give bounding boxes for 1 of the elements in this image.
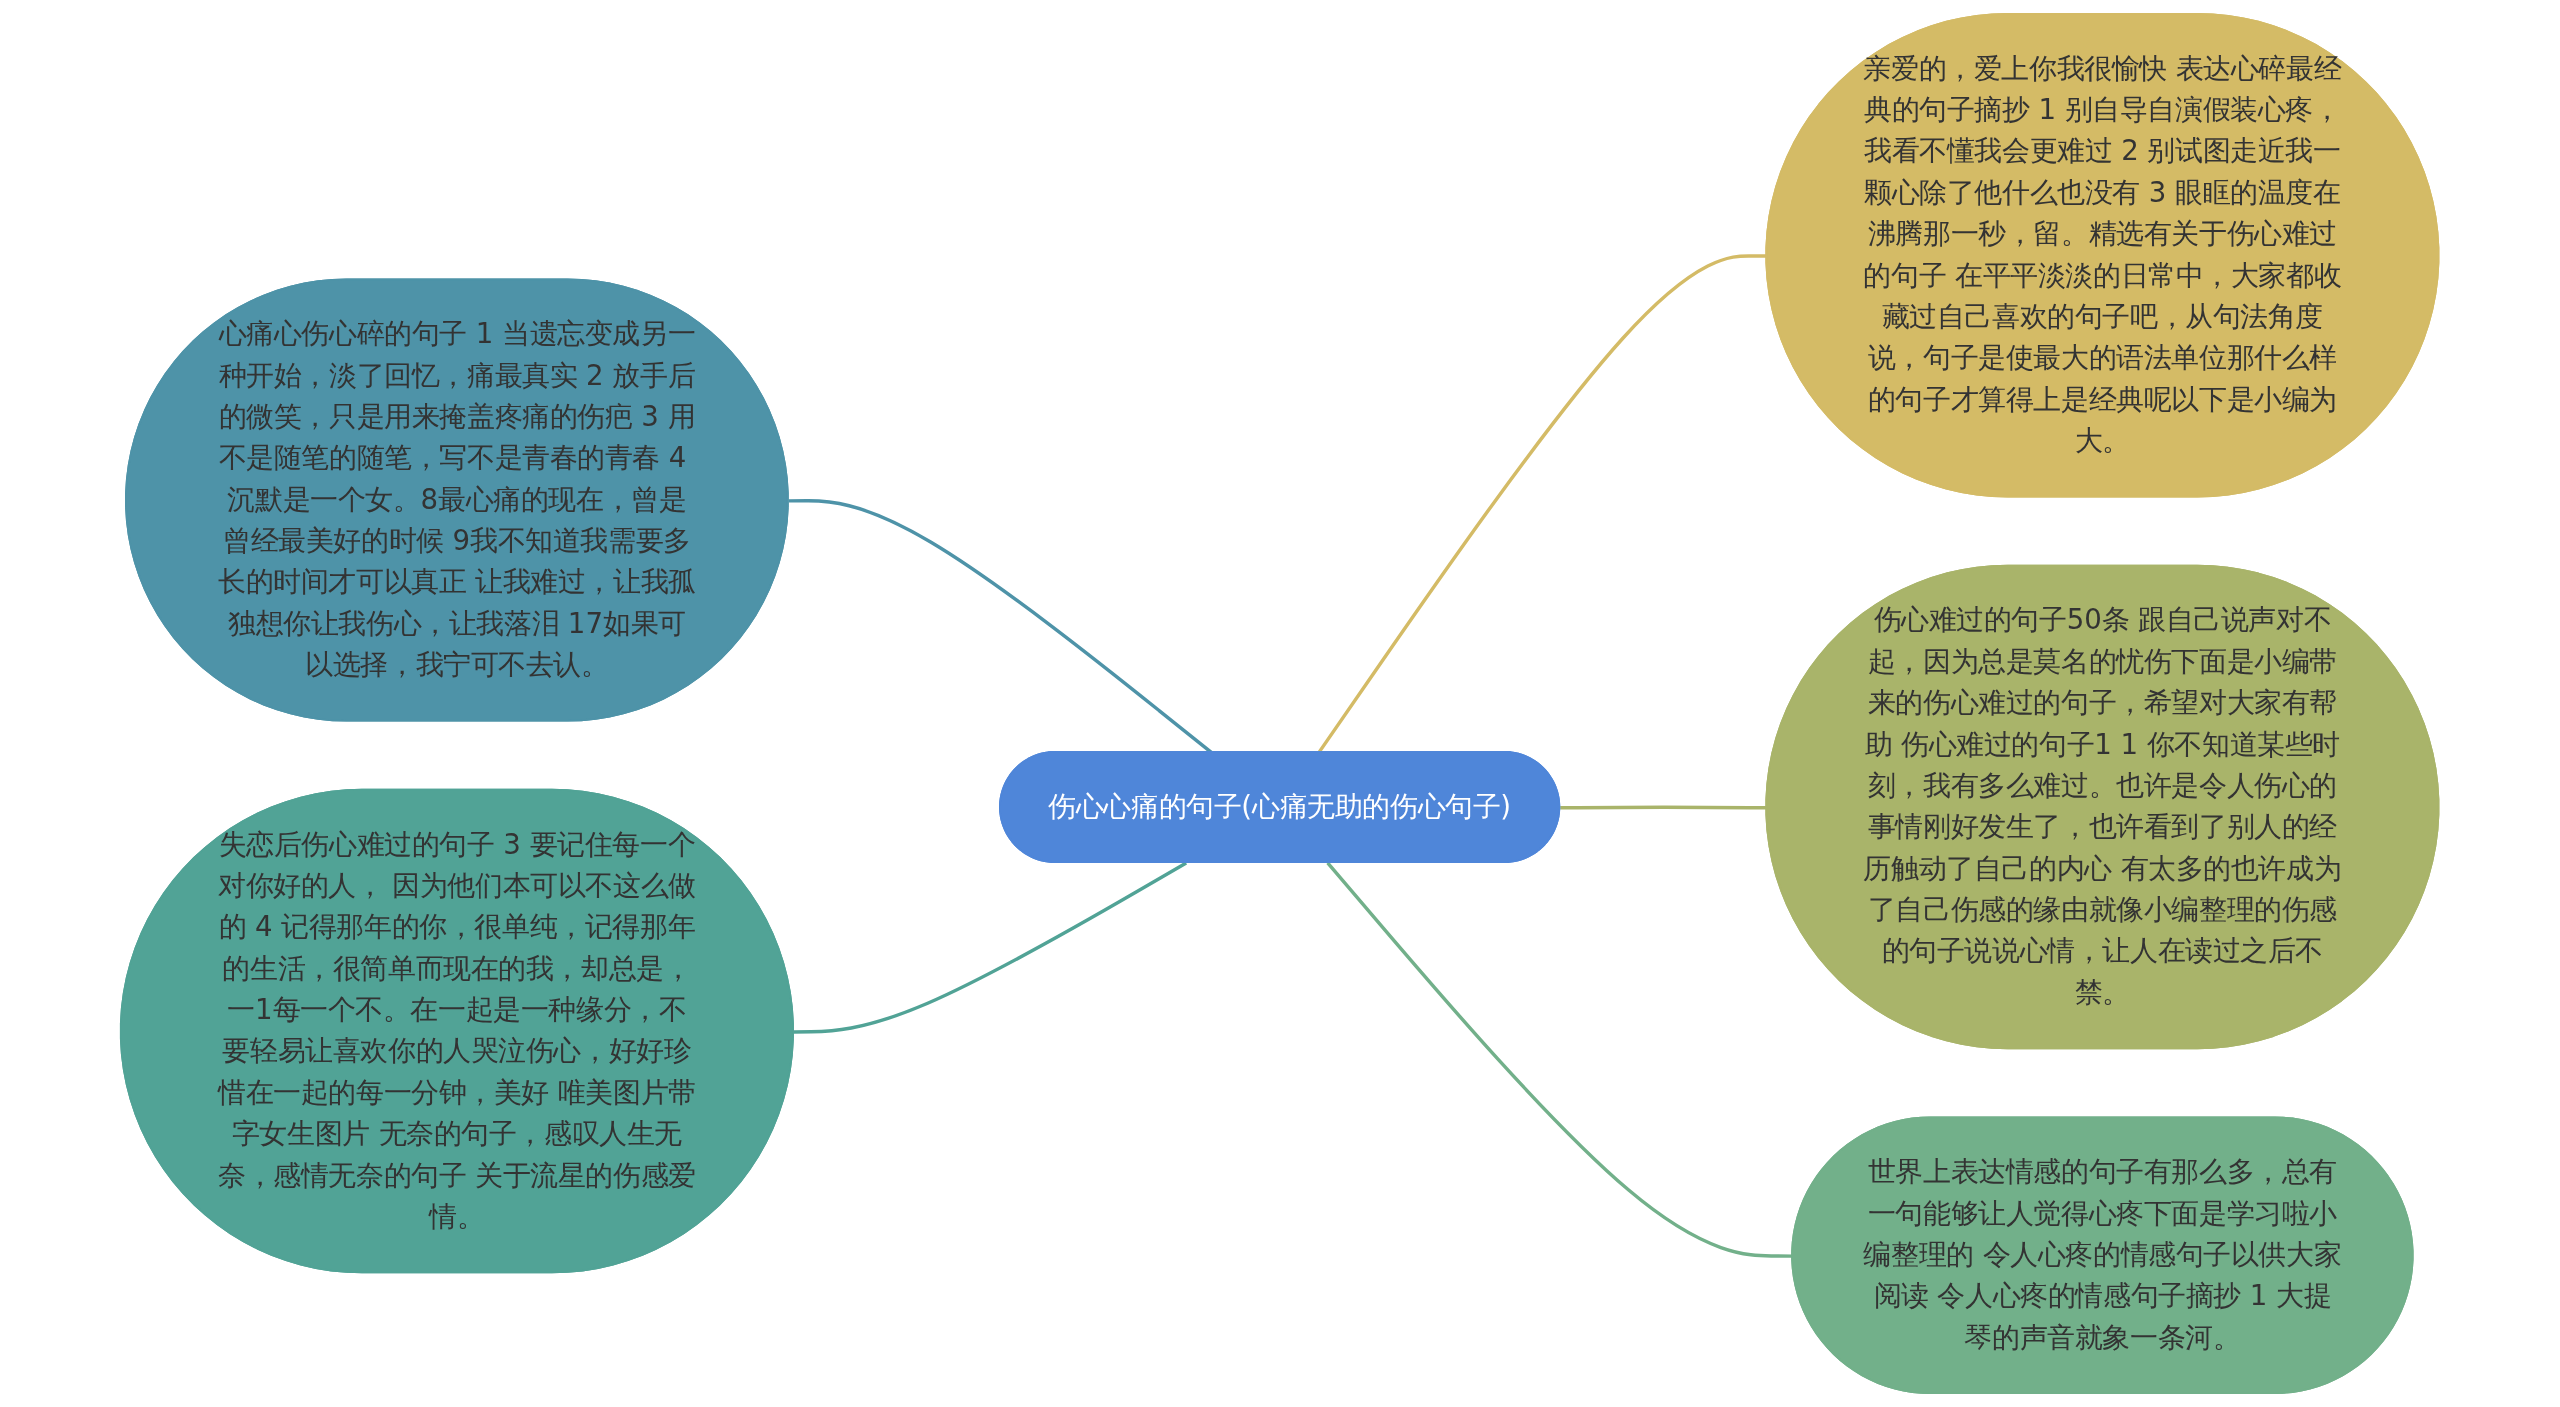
connector: [794, 861, 1188, 1034]
